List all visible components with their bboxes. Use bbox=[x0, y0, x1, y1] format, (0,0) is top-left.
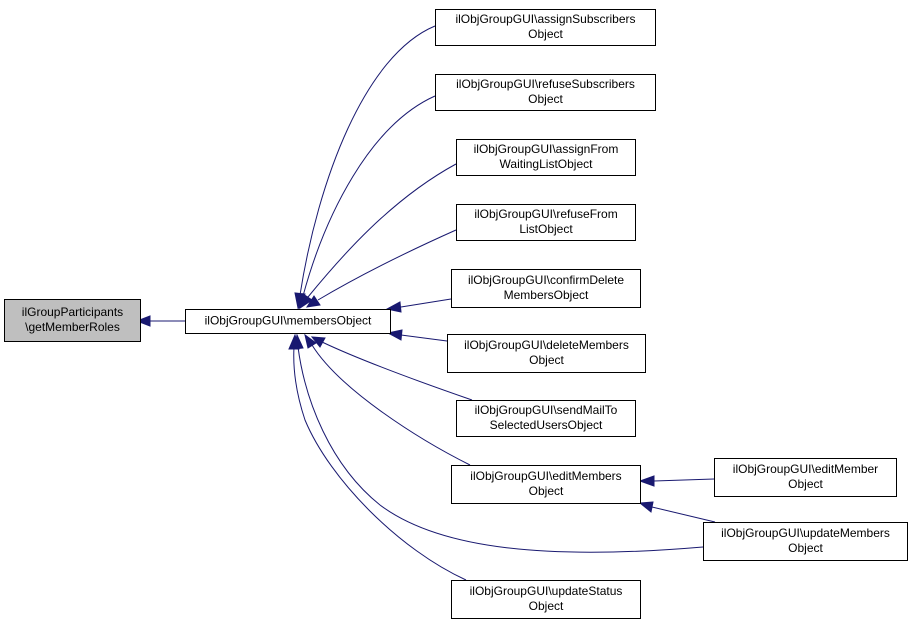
edge-line bbox=[400, 298, 452, 308]
node-label-line: ilObjGroupGUI\updateStatus bbox=[470, 584, 623, 598]
edge-membersObject-to-getMemberRoles bbox=[135, 315, 185, 327]
node-label-line: ilObjGroupGUI\deleteMembers bbox=[464, 338, 629, 352]
node-label-line: ListObject bbox=[519, 222, 573, 236]
edge-line bbox=[400, 334, 448, 342]
node-label-line: ilObjGroupGUI\editMembers bbox=[470, 469, 621, 483]
node-label-line: ilObjGroupGUI\editMember bbox=[733, 462, 878, 476]
node-getMemberRoles[interactable]: ilGroupParticipants\getMemberRoles bbox=[4, 299, 141, 342]
node-label-line: WaitingListObject bbox=[500, 157, 594, 171]
edge-arrowhead bbox=[638, 475, 655, 487]
edge-line bbox=[307, 163, 457, 298]
edge-assignFromWaitingListObject-to-membersObject bbox=[299, 163, 457, 310]
node-box bbox=[435, 9, 656, 46]
node-label-line: ilObjGroupGUI\confirmDelete bbox=[468, 273, 624, 287]
edge-refuseSubscribersObject-to-membersObject bbox=[297, 95, 436, 310]
edge-arrowhead bbox=[299, 293, 313, 310]
node-label-line: ilObjGroupGUI\membersObject bbox=[205, 314, 372, 328]
node-label-line: ilObjGroupGUI\refuseFrom bbox=[474, 207, 617, 221]
node-box bbox=[435, 74, 656, 111]
node-box bbox=[703, 522, 908, 561]
node-box bbox=[4, 299, 141, 342]
edge-line bbox=[651, 506, 716, 523]
edges-layer bbox=[135, 25, 716, 581]
edge-line bbox=[293, 346, 467, 581]
node-box bbox=[456, 204, 636, 241]
edge-line bbox=[321, 341, 473, 401]
node-box bbox=[451, 465, 641, 504]
edge-arrowhead bbox=[305, 295, 321, 308]
edge-line bbox=[317, 229, 457, 301]
edge-updateStatusObject-to-membersObject bbox=[288, 333, 467, 581]
node-assignFromWaitingListObject[interactable]: ilObjGroupGUI\assignFromWaitingListObjec… bbox=[456, 139, 636, 176]
edge-line bbox=[299, 25, 436, 296]
edge-editMemberObject-to-editMembersObject bbox=[638, 475, 715, 487]
node-box bbox=[447, 334, 646, 373]
node-label-line: Object bbox=[529, 484, 564, 498]
node-label-line: ilObjGroupGUI\updateMembers bbox=[721, 526, 890, 540]
node-label-line: ilGroupParticipants bbox=[22, 305, 123, 319]
node-label-line: ilObjGroupGUI\refuseSubscribers bbox=[456, 77, 635, 91]
node-label-line: Object bbox=[788, 477, 823, 491]
edge-line bbox=[302, 95, 436, 297]
node-box bbox=[456, 139, 636, 176]
node-label-line: ilObjGroupGUI\sendMailTo bbox=[475, 403, 618, 417]
node-box bbox=[456, 400, 636, 437]
node-label-line: ilObjGroupGUI\assignSubscribers bbox=[455, 12, 635, 26]
edge-arrowhead bbox=[310, 336, 326, 348]
edge-confirmDeleteMembersObject-to-membersObject bbox=[385, 298, 452, 313]
edge-line bbox=[311, 344, 471, 466]
node-box bbox=[451, 269, 641, 308]
edge-arrowhead bbox=[288, 333, 300, 350]
edge-arrowhead bbox=[386, 329, 403, 341]
edge-deleteMembersObject-to-membersObject bbox=[386, 329, 448, 342]
node-membersObject[interactable]: ilObjGroupGUI\membersObject bbox=[185, 309, 391, 334]
nodes-layer: ilGroupParticipants\getMemberRoles ilObjG… bbox=[4, 9, 908, 619]
edge-line bbox=[297, 346, 704, 553]
edge-assignSubscribersObject-to-membersObject bbox=[294, 25, 436, 310]
edge-arrowhead bbox=[135, 315, 151, 327]
node-label-line: \getMemberRoles bbox=[25, 320, 120, 334]
node-label-line: MembersObject bbox=[504, 288, 589, 302]
node-label-line: Object bbox=[528, 27, 563, 41]
node-box bbox=[714, 458, 897, 497]
edge-updateMembersObject-to-editMembersObject bbox=[638, 501, 716, 523]
node-box bbox=[451, 580, 641, 619]
node-label-line: SelectedUsersObject bbox=[490, 418, 603, 432]
node-label-line: Object bbox=[788, 541, 823, 555]
node-box bbox=[185, 309, 391, 334]
node-label-line: Object bbox=[529, 599, 564, 613]
node-label-line: ilObjGroupGUI\assignFrom bbox=[474, 142, 619, 156]
edge-editMembersObject-to-membersObject bbox=[304, 333, 471, 466]
node-sendMailToSelectedUsersObject[interactable]: ilObjGroupGUI\sendMailToSelectedUsersObj… bbox=[456, 400, 636, 437]
edge-arrowhead bbox=[638, 501, 654, 513]
node-label-line: Object bbox=[528, 92, 563, 106]
edge-refuseFromListObject-to-membersObject bbox=[305, 229, 457, 308]
edge-arrowhead bbox=[304, 333, 317, 349]
edge-line bbox=[653, 478, 715, 482]
edge-sendMailToSelectedUsersObject-to-membersObject bbox=[310, 336, 473, 401]
node-label-line: Object bbox=[529, 353, 564, 367]
